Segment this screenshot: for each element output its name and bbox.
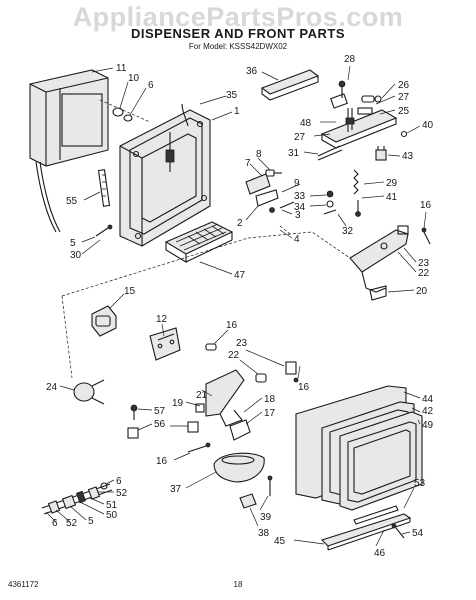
callout-15: 15: [124, 286, 136, 297]
callout-4: 4: [294, 234, 300, 245]
callout-23b: 23: [236, 338, 248, 349]
callout-11: 11: [116, 63, 127, 74]
drip-grille-part: [164, 221, 234, 275]
callout-33: 33: [294, 191, 306, 202]
ring-part-10: [112, 81, 147, 122]
callout-27b: 27: [294, 132, 306, 143]
spring-part-29: [353, 169, 385, 217]
dispenser-housing-part: [119, 95, 233, 247]
screw-part-16: [205, 329, 229, 351]
callout-22: 22: [418, 268, 430, 279]
callout-41: 41: [386, 192, 398, 203]
callout-43: 43: [402, 151, 414, 162]
callout-6b: 6: [116, 476, 122, 487]
screw-part-16-lower: [173, 442, 211, 461]
callout-55: 55: [66, 196, 78, 207]
callout-17: 17: [264, 408, 276, 419]
switch-part-43: [375, 146, 401, 161]
callout-26: 26: [398, 80, 410, 91]
light-housing-part-15: [91, 293, 125, 337]
callout-23: 23: [418, 258, 430, 269]
callout-50: 50: [106, 510, 118, 521]
bracket-part-12: [149, 323, 181, 361]
lever-part-2: [245, 157, 301, 239]
callout-28: 28: [344, 54, 356, 65]
callout-34: 34: [294, 202, 306, 213]
lamp-socket-assembly: [41, 479, 115, 523]
document-number: 4361172: [8, 580, 39, 589]
callout-46: 46: [374, 548, 386, 559]
callout-35: 35: [226, 90, 238, 101]
page-title: DISPENSER AND FRONT PARTS: [130, 26, 345, 41]
screw-part-30: [81, 224, 113, 255]
callout-10: 10: [128, 73, 140, 84]
callout-36: 36: [246, 66, 258, 77]
callout-30: 30: [70, 250, 82, 261]
callout-16c: 16: [298, 382, 310, 393]
block-part-38: [239, 475, 273, 527]
callout-25: 25: [398, 106, 410, 117]
bar-part-36: [260, 69, 320, 101]
callout-31: 31: [288, 148, 300, 159]
callout-8: 8: [256, 149, 262, 160]
callout-45: 45: [274, 536, 286, 547]
callout-2: 2: [237, 218, 243, 229]
callout-22b: 22: [228, 350, 240, 361]
callout-1: 1: [234, 106, 240, 117]
callout-7: 7: [245, 158, 251, 169]
callout-16: 16: [420, 200, 432, 211]
callout-52b: 52: [66, 518, 78, 529]
callout-19: 19: [172, 398, 184, 409]
switch-bracket-assembly: [303, 65, 421, 161]
callout-38: 38: [258, 528, 270, 539]
callout-56: 56: [154, 419, 166, 430]
callout-40: 40: [422, 120, 434, 131]
callout-6: 6: [148, 80, 154, 91]
callout-57: 57: [154, 406, 166, 417]
callout-5b: 5: [88, 516, 94, 527]
screw-part-57: [127, 404, 153, 439]
pin-stack-part: [309, 190, 347, 227]
callout-47: 47: [234, 270, 246, 281]
callout-48: 48: [300, 118, 312, 129]
callout-5: 5: [70, 238, 76, 249]
sleeve-part-55: [83, 169, 111, 207]
model-subtitle: For Model: KSSS42DWX02: [188, 42, 288, 51]
callout-44: 44: [422, 394, 434, 405]
callout-9: 9: [294, 178, 300, 189]
watermark: AppliancePartsPros.com: [72, 2, 404, 32]
callout-16b: 16: [226, 320, 238, 331]
callout-53: 53: [414, 478, 426, 489]
callout-32: 32: [342, 226, 354, 237]
callout-labels: 11 10 6 35 1 36 28 26 27 25 48 40 27 31 …: [46, 54, 434, 559]
chute-box-part: [29, 67, 151, 167]
motor-part-24: [59, 379, 105, 405]
callout-27: 27: [398, 92, 410, 103]
page-number: 18: [233, 580, 243, 589]
callout-49: 49: [422, 420, 434, 431]
callout-54: 54: [412, 528, 424, 539]
arm-part-20: [349, 211, 431, 301]
callout-39: 39: [260, 512, 272, 523]
callout-20: 20: [416, 286, 428, 297]
front-panel-frames: [295, 385, 423, 511]
callout-52: 52: [116, 488, 128, 499]
paddle-part-37: [185, 452, 265, 489]
callout-16d: 16: [156, 456, 168, 467]
callout-42: 42: [422, 406, 434, 417]
callout-3: 3: [295, 210, 301, 221]
callout-6c: 6: [52, 518, 58, 529]
bottom-trim-part-45: [293, 487, 415, 551]
callout-37: 37: [170, 484, 182, 495]
callout-51: 51: [106, 500, 118, 511]
callout-24: 24: [46, 382, 58, 393]
callout-12: 12: [156, 314, 168, 325]
callout-29: 29: [386, 178, 398, 189]
callout-21: 21: [196, 390, 208, 401]
callout-18: 18: [264, 394, 276, 405]
clip-part-23: [239, 349, 301, 383]
arm-part-17: [170, 369, 263, 441]
